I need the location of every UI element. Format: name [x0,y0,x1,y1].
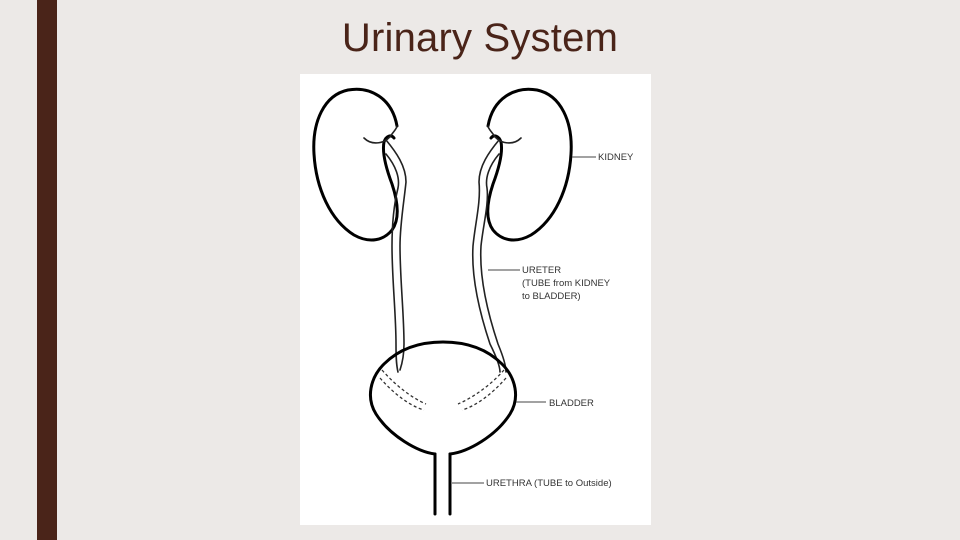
right-ureter-outer [471,139,501,373]
right-ureter-dashed-2 [461,377,507,411]
right-kidney [486,87,573,242]
right-ureter-inner [479,153,507,373]
left-kidney [312,87,399,242]
slide-title: Urinary System [341,16,619,60]
left-kidney-hilum [363,125,398,144]
ureter-label-line1: URETER [522,265,561,276]
left-ureter-inner [385,153,400,373]
bladder-label: BLADDER [549,398,594,409]
left-ureter-dashed-1 [381,369,427,405]
urinary-system-diagram: KIDNEY URETER (TUBE from KIDNEY to BLADD… [300,74,651,525]
ureter-label-line3: to BLADDER) [522,291,581,302]
bladder [368,340,518,456]
ureter-label-line2: (TUBE from KIDNEY [522,278,611,289]
kidney-label: KIDNEY [598,152,634,163]
accent-bar [37,0,57,540]
left-ureter-dashed-2 [379,377,425,411]
right-kidney-hilum [487,125,522,144]
urethra-label: URETHRA (TUBE to Outside) [486,478,612,489]
